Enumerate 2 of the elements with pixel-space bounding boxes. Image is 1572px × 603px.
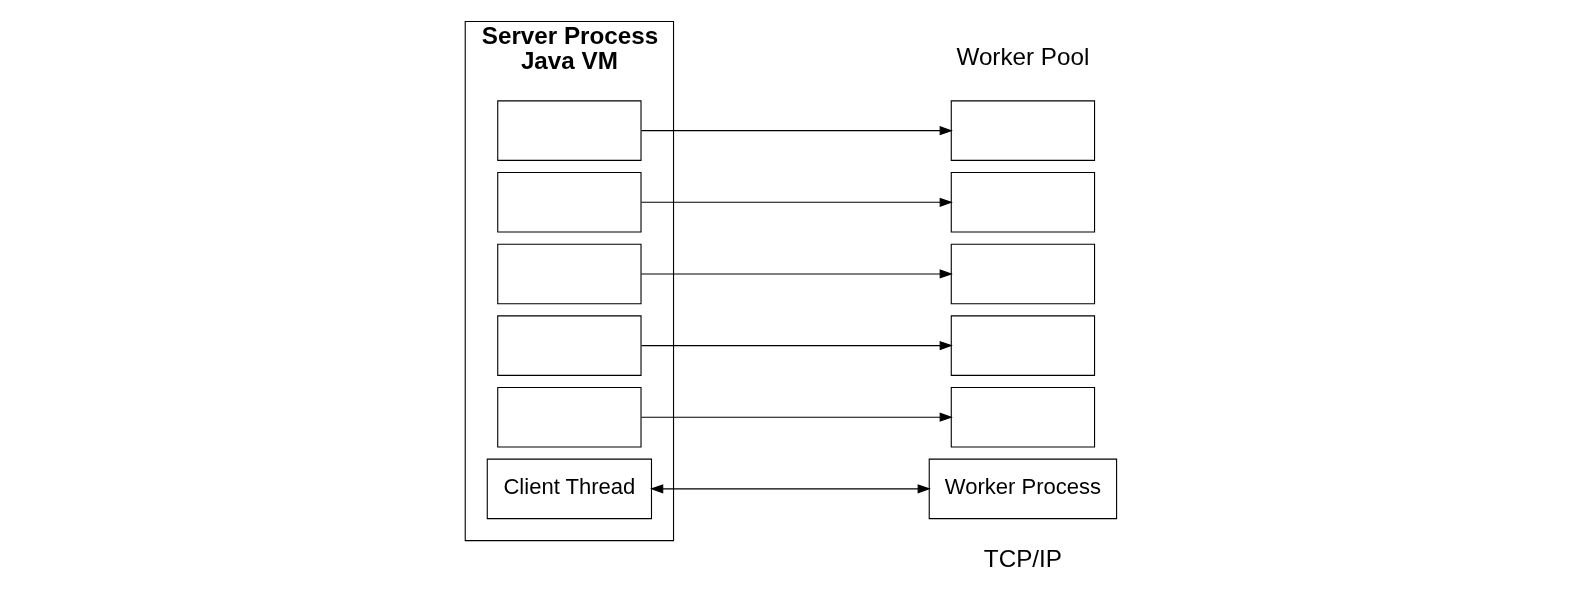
label: Worker Pool [955, 43, 1089, 71]
label: TCP/IP [983, 544, 1062, 572]
